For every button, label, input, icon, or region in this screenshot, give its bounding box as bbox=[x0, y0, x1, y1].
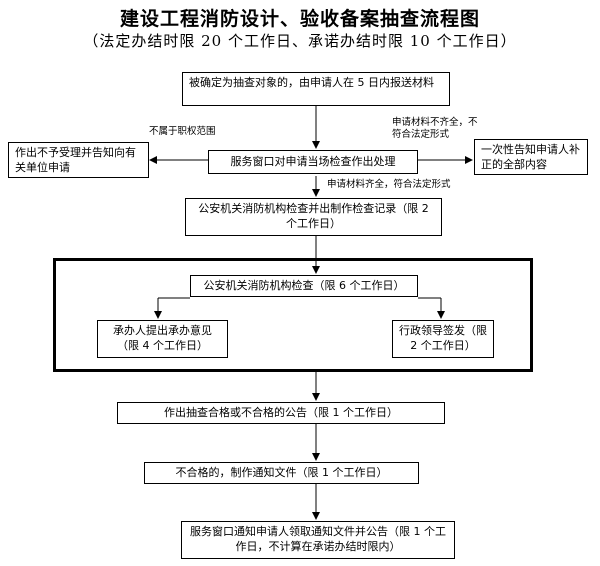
page-title: 建设工程消防设计、验收备案抽查流程图 bbox=[119, 8, 480, 30]
node-notify-once: 一次性告知申请人补正的全部内容 bbox=[474, 139, 588, 175]
node-final-notice: 服务窗口通知申请人领取通知文件并公告（限 1 个工作日，不计算在承诺办结时限内） bbox=[181, 521, 455, 559]
node-window-check: 服务窗口对申请当场检查作出处理 bbox=[208, 150, 418, 174]
node-leader-sign: 行政领导签发（限 2 个工作日） bbox=[392, 320, 494, 358]
node-announce: 作出抽查合格或不合格的公告（限 1 个工作日） bbox=[117, 402, 445, 424]
inspection-frame bbox=[53, 258, 533, 372]
node-inspect: 公安机关消防机构检查（限 6 个工作日） bbox=[190, 275, 418, 297]
node-fail-notice: 不合格的，制作通知文件（限 1 个工作日） bbox=[144, 462, 419, 484]
label-not-in-scope: 不属于职权范围 bbox=[149, 126, 216, 137]
page-subtitle: （法定办结时限 20 个工作日、承诺办结时限 10 个工作日） bbox=[83, 32, 517, 50]
node-handler-opinion: 承办人提出承办意见（限 4 个工作日） bbox=[97, 320, 228, 358]
node-reject: 作出不予受理并告知向有关单位申请 bbox=[8, 142, 149, 178]
node-submit-materials: 被确定为抽查对象的，由申请人在 5 日内报送材料 bbox=[182, 72, 450, 106]
label-complete: 申请材料齐全，符合法定形式 bbox=[327, 179, 451, 190]
label-incomplete: 申请材料不齐全，不符合法定形式 bbox=[392, 117, 478, 140]
node-inspect-record: 公安机关消防机构检查并出制作检查记录（限 2 个工作日） bbox=[185, 198, 442, 236]
